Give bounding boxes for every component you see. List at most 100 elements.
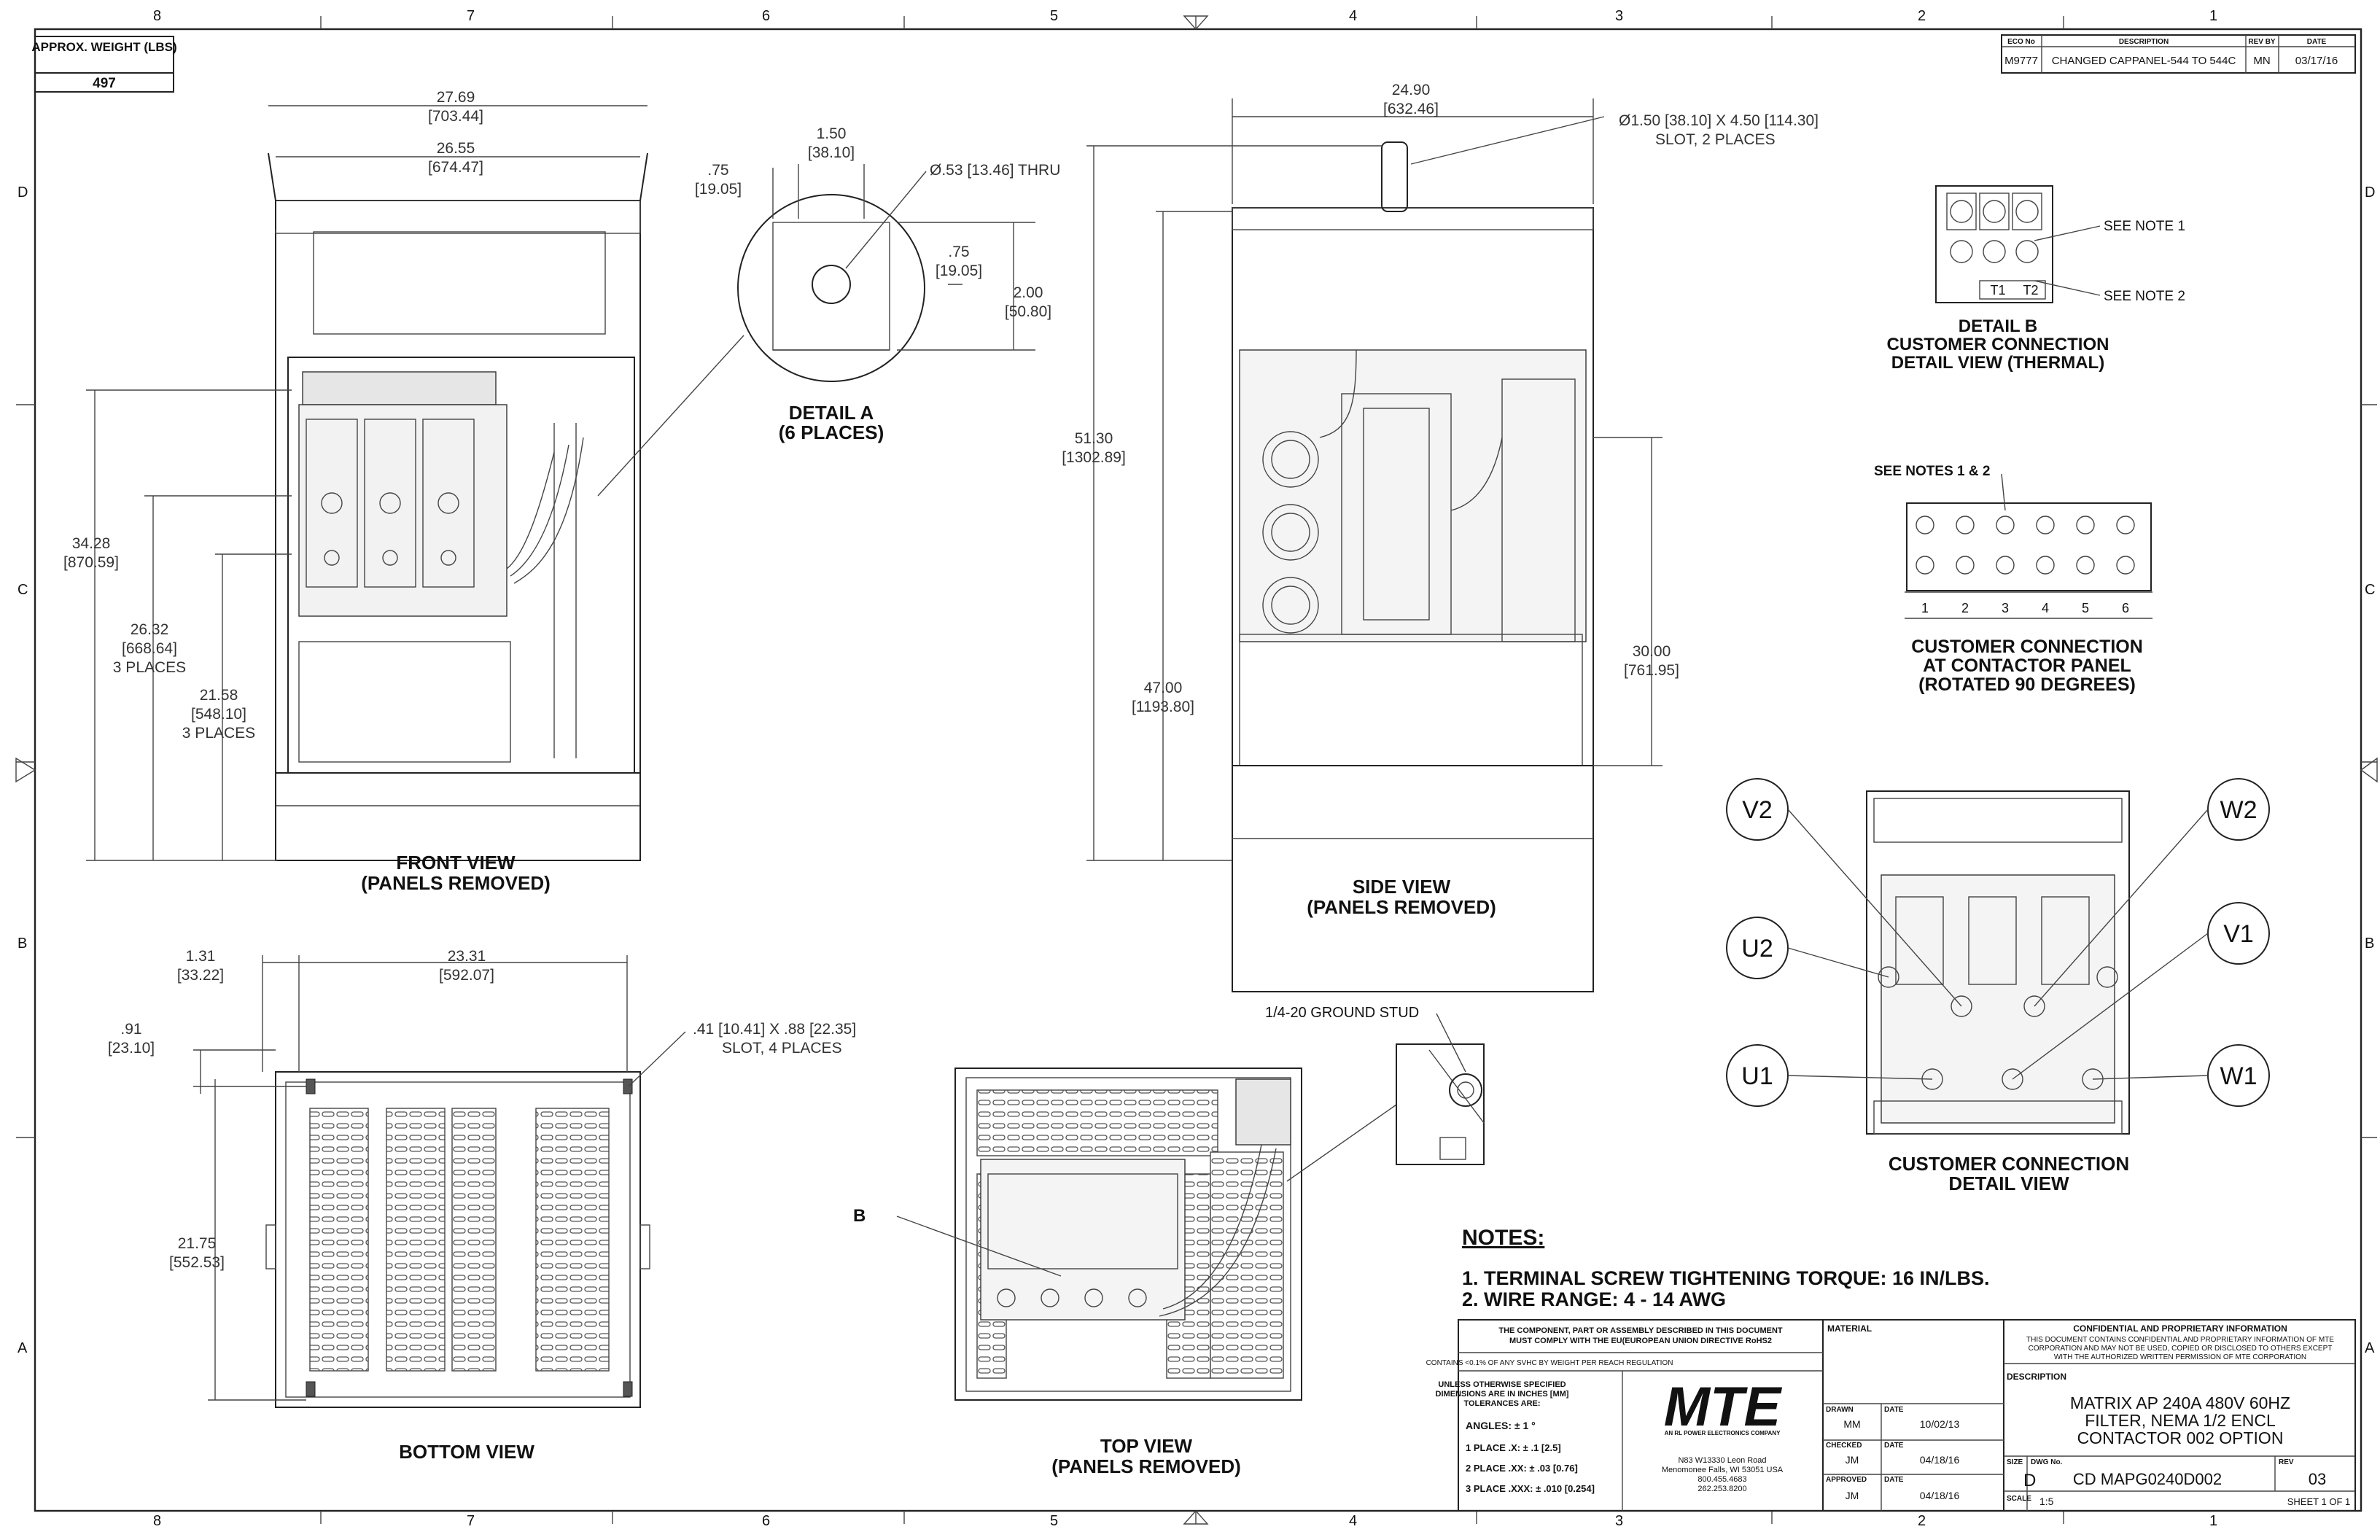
svg-text:APPROVED: APPROVED: [1826, 1476, 1867, 1484]
svg-text:800.455.4683: 800.455.4683: [1698, 1475, 1746, 1484]
svg-text:A: A: [2365, 1340, 2375, 1356]
svg-text:2: 2: [1918, 1513, 1926, 1529]
svg-text:[50.80]: [50.80]: [1005, 303, 1051, 320]
mte-logo: MTE: [1664, 1376, 1783, 1438]
svg-text:Menomonee Falls, WI 53051 USA: Menomonee Falls, WI 53051 USA: [1662, 1466, 1784, 1474]
zone-labels-side: D C B A D C B A: [18, 184, 2375, 1356]
svg-text:DATE: DATE: [2307, 38, 2327, 46]
svg-text:SCALE: SCALE: [2007, 1495, 2031, 1503]
svg-text:SEE NOTE 2: SEE NOTE 2: [2104, 289, 2185, 304]
svg-text:[552.53]: [552.53]: [169, 1254, 225, 1271]
svg-text:UNLESS OTHERWISE SPECIFIED: UNLESS OTHERWISE SPECIFIED: [1438, 1380, 1566, 1389]
terminal-v1: V1: [2223, 920, 2254, 948]
sheet-size: D: [2023, 1471, 2036, 1490]
svg-text:7: 7: [467, 1513, 475, 1529]
svg-text:30.00: 30.00: [1633, 643, 1671, 660]
svg-text:JM: JM: [1846, 1490, 1859, 1501]
side-view-subtitle: (PANELS REMOVED): [1307, 896, 1496, 918]
svg-text:51.30: 51.30: [1075, 430, 1113, 447]
mte-logo-tagline: AN RL POWER ELECTRONICS COMPANY: [1665, 1430, 1781, 1436]
svg-text:3 PLACE .XXX: ± .010 [0.254]: 3 PLACE .XXX: ± .010 [0.254]: [1466, 1483, 1595, 1494]
svg-text:THIS DOCUMENT CONTAINS CONFIDE: THIS DOCUMENT CONTAINS CONFIDENTIAL AND …: [2026, 1336, 2334, 1344]
svg-text:DIMENSIONS ARE IN INCHES [MM]: DIMENSIONS ARE IN INCHES [MM]: [1436, 1390, 1569, 1399]
top-view: B 1/4-20 GROUND STUD TOP VIEW (PANELS RE…: [853, 1005, 1485, 1477]
svg-text:26.32: 26.32: [131, 621, 169, 638]
detail-a: .75 [19.05] 1.50 [38.10] Ø.53 [13.46] TH…: [597, 125, 1060, 497]
svg-text:[870.59]: [870.59]: [63, 554, 119, 571]
weight-box: APPROX. WEIGHT (LBS) 497: [31, 36, 177, 93]
svg-text:SLOT, 4 PLACES: SLOT, 4 PLACES: [722, 1040, 842, 1057]
detail-b-title: DETAIL B: [1959, 316, 2037, 336]
front-view-title: FRONT VIEW: [396, 852, 516, 874]
svg-text:DESCRIPTION: DESCRIPTION: [2119, 38, 2169, 46]
svg-text:.75: .75: [948, 244, 969, 260]
svg-text:[668.64]: [668.64]: [122, 640, 177, 657]
svg-text:[632.46]: [632.46]: [1383, 101, 1439, 117]
svg-text:[1302.89]: [1302.89]: [1062, 449, 1126, 466]
svg-text:SLOT, 2 PLACES: SLOT, 2 PLACES: [1655, 131, 1776, 148]
svg-text:A: A: [18, 1340, 28, 1356]
revision-description: CHANGED CAPPANEL-544 TO 544C: [2052, 55, 2236, 67]
detail-a-subtitle: (6 PLACES): [779, 421, 884, 443]
svg-text:.75: .75: [707, 162, 728, 179]
svg-text:CUSTOMER CONNECTION: CUSTOMER CONNECTION: [1889, 1153, 2129, 1175]
terminal-u1: U1: [1741, 1062, 1773, 1090]
svg-text:DWG No.: DWG No.: [2031, 1458, 2063, 1466]
svg-text:04/18/16: 04/18/16: [1920, 1454, 1960, 1466]
svg-text:[19.05]: [19.05]: [936, 262, 982, 279]
svg-text:1 PLACE .X: ± .1 [2.5]: 1 PLACE .X: ± .1 [2.5]: [1466, 1442, 1561, 1453]
svg-text:24.90: 24.90: [1392, 82, 1431, 98]
contactor-callout: SEE NOTES 1 & 2: [1874, 464, 1990, 479]
svg-text:5: 5: [1050, 1513, 1058, 1529]
note-2: 2. WIRE RANGE: 4 - 14 AWG: [1462, 1288, 1726, 1310]
zone-labels-top: 8 7 6 5 4 3 2 1: [153, 8, 2217, 24]
detail-a-title: DETAIL A: [789, 402, 874, 424]
svg-text:DATE: DATE: [1884, 1406, 1904, 1414]
side-view: 24.90 [632.46] Ø1.50 [38.10] X 4.50 [114…: [1062, 82, 1819, 992]
rev-by: MN: [2253, 55, 2270, 67]
svg-text:THE COMPONENT, PART OR ASSEMBL: THE COMPONENT, PART OR ASSEMBLY DESCRIBE…: [1498, 1326, 1783, 1335]
description-line-3: CONTACTOR 002 OPTION: [2077, 1428, 2284, 1447]
svg-text:[674.47]: [674.47]: [428, 159, 483, 176]
svg-text:CONTAINS <0.1% OF ANY SVHC BY: CONTAINS <0.1% OF ANY SVHC BY WEIGHT PER…: [1426, 1359, 1673, 1367]
svg-text:DRAWN: DRAWN: [1826, 1406, 1854, 1414]
svg-text:6: 6: [762, 1513, 770, 1529]
svg-text:[548.10]: [548.10]: [191, 706, 246, 723]
svg-text:1: 1: [2209, 1513, 2217, 1529]
svg-text:[33.22]: [33.22]: [177, 967, 224, 984]
svg-text:B: B: [2365, 936, 2374, 952]
scale-value: 1:5: [2039, 1496, 2054, 1507]
svg-text:ANGLES: ± 1 °: ANGLES: ± 1 °: [1466, 1420, 1536, 1431]
svg-text:26.55: 26.55: [437, 140, 475, 157]
svg-text:4: 4: [1349, 8, 1357, 24]
svg-text:MM: MM: [1843, 1418, 1860, 1430]
svg-text:5: 5: [1050, 8, 1058, 24]
detail-b: SEE NOTE 1 SEE NOTE 2 T1 T2 DETAIL B CUS…: [1887, 185, 2185, 373]
svg-text:CUSTOMER CONNECTION: CUSTOMER CONNECTION: [1887, 335, 2109, 354]
revision-block: ECO No DESCRIPTION REV BY DATE M9777 CHA…: [2001, 34, 2356, 74]
svg-text:8: 8: [153, 1513, 161, 1529]
svg-text:27.69: 27.69: [437, 89, 475, 106]
svg-text:DATE: DATE: [1884, 1442, 1904, 1450]
top-view-title: TOP VIEW: [1100, 1435, 1193, 1457]
svg-text:DATE: DATE: [1884, 1476, 1904, 1484]
svg-text:[761.95]: [761.95]: [1624, 662, 1679, 679]
svg-text:CUSTOMER CONNECTION: CUSTOMER CONNECTION: [1911, 637, 2143, 657]
notes-heading: NOTES:: [1462, 1226, 1544, 1250]
notes-block: NOTES: 1. TERMINAL SCREW TIGHTENING TORQ…: [1462, 1226, 1990, 1310]
revision-number: 03: [2309, 1470, 2326, 1488]
weight-label: APPROX. WEIGHT (LBS): [31, 40, 176, 54]
svg-text:34.28: 34.28: [72, 535, 111, 552]
svg-text:3 PLACES: 3 PLACES: [113, 659, 186, 676]
svg-text:6: 6: [2122, 601, 2129, 615]
svg-text:4: 4: [2042, 601, 2049, 615]
svg-text:Ø.53 [13.46] THRU: Ø.53 [13.46] THRU: [930, 162, 1060, 179]
svg-text:TOLERANCES ARE:: TOLERANCES ARE:: [1463, 1399, 1540, 1408]
svg-text:.91: .91: [120, 1021, 141, 1038]
svg-text:3: 3: [2002, 601, 2009, 615]
svg-text:1.31: 1.31: [186, 948, 216, 965]
svg-text:D: D: [18, 184, 28, 201]
note-1: 1. TERMINAL SCREW TIGHTENING TORQUE: 16 …: [1462, 1267, 1990, 1289]
description-line-1: MATRIX AP 240A 480V 60HZ: [2070, 1393, 2290, 1412]
